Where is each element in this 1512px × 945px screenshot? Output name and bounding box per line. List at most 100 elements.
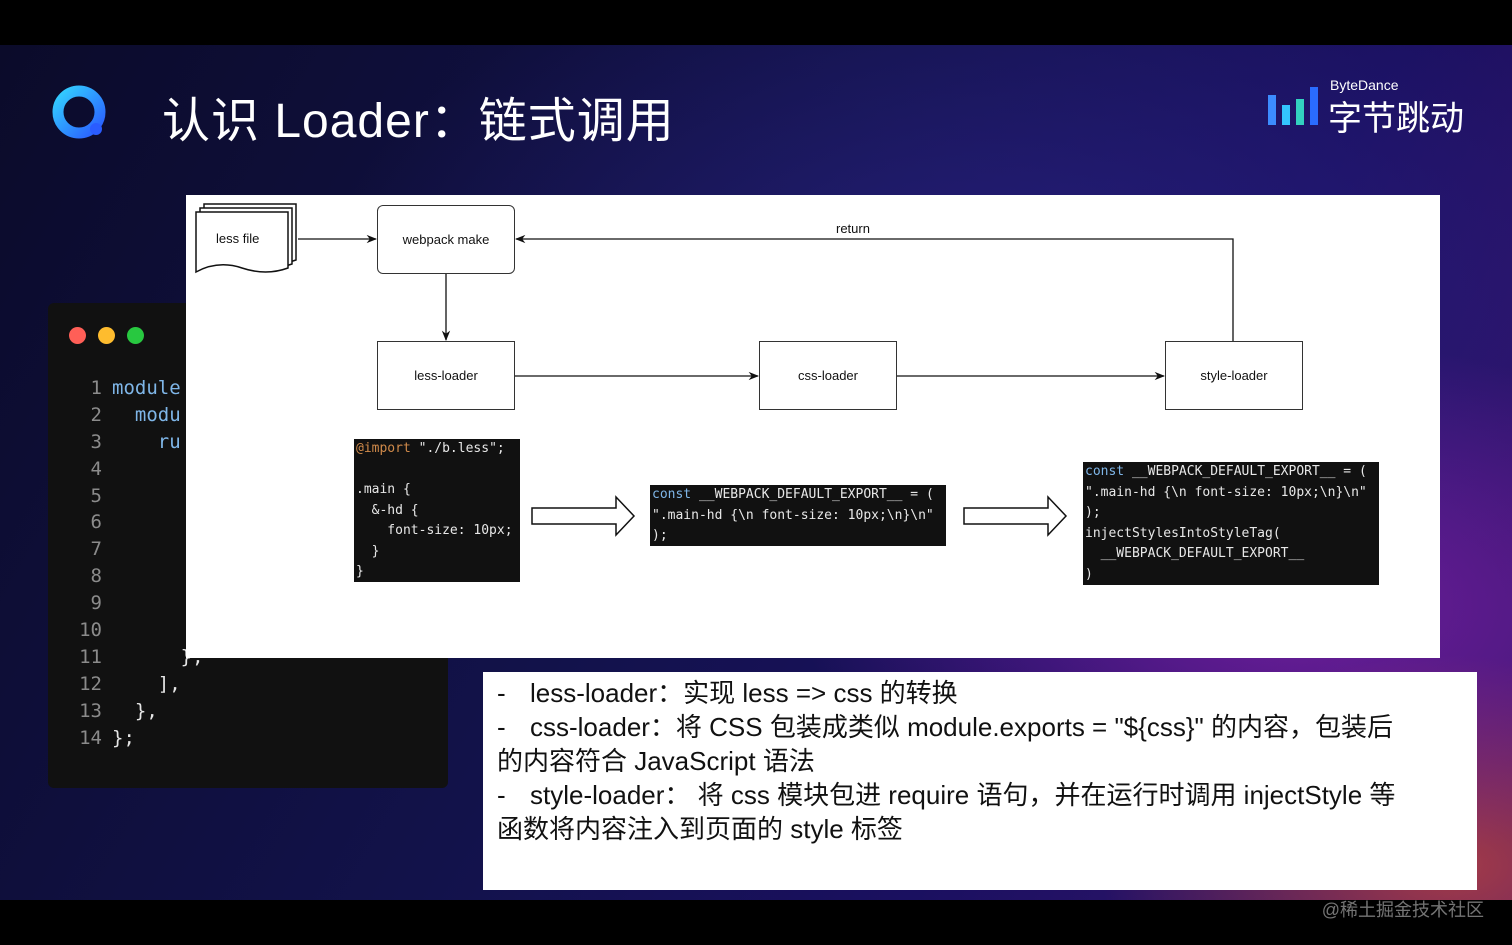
style-loader-label: style-loader xyxy=(1200,368,1268,383)
code-text: ) xyxy=(1085,566,1093,582)
code-line: injectStylesIntoStyleTag( xyxy=(1085,524,1377,545)
brand-subtitle: ByteDance xyxy=(1330,77,1399,93)
line-text: }, xyxy=(112,699,158,722)
line-text: ], xyxy=(112,672,181,695)
editor-line: 5 xyxy=(48,485,204,512)
line-number: 11 xyxy=(79,645,102,668)
notes-panel: -less-loader：实现 less => css 的转换 -css-loa… xyxy=(483,672,1477,890)
code-text: "./b.less"; xyxy=(410,441,505,456)
line-text: ru xyxy=(112,430,181,453)
line-number: 7 xyxy=(90,538,102,561)
code-text: &-hd { xyxy=(356,502,419,518)
editor-line: 2 modu xyxy=(48,404,204,431)
line-number: 1 xyxy=(90,377,102,399)
code-line: &-hd { xyxy=(356,501,518,522)
code-text: } xyxy=(356,564,364,579)
line-number: 14 xyxy=(79,726,102,749)
editor-line: 8 xyxy=(48,565,204,592)
note-style-loader: -style-loader： 将 css 模块包进 require 语句，并在运… xyxy=(497,780,1396,810)
line-number: 2 xyxy=(90,403,102,426)
code-line: } xyxy=(356,562,518,582)
less-source-code: @import "./b.less"; .main { &-hd { font-… xyxy=(354,439,520,582)
code-text: __WEBPACK_DEFAULT_EXPORT__ = ( xyxy=(691,487,934,502)
watermark: @稀土掘金技术社区 xyxy=(1321,900,1484,920)
code-text: injectStylesIntoStyleTag( xyxy=(1085,525,1281,541)
minimize-dot-icon xyxy=(98,327,115,344)
line-number: 3 xyxy=(90,430,102,453)
code-text: font-size: 10px; xyxy=(356,523,513,538)
code-text: } xyxy=(356,543,380,559)
editor-line: 6 xyxy=(48,511,204,538)
line-number: 13 xyxy=(79,699,102,722)
line-number: 4 xyxy=(90,457,102,480)
line-text: module xyxy=(112,377,181,399)
less-loader-node: less-loader xyxy=(377,341,515,410)
editor-line: 10 xyxy=(48,619,204,646)
app-logo-icon xyxy=(52,85,106,139)
slide: 认识 Loader：链式调用 ByteDance 字节跳动 1 module 2 m… xyxy=(0,45,1512,900)
editor-line: 11 }, xyxy=(48,645,203,673)
bytedance-brand: ByteDance 字节跳动 xyxy=(1268,75,1468,138)
code-line: } xyxy=(356,542,518,563)
code-line: const __WEBPACK_DEFAULT_EXPORT__ = ( xyxy=(1085,462,1377,483)
note-style-loader-cont: 函数将内容注入到页面的 style 标签 xyxy=(497,814,903,844)
code-line: const __WEBPACK_DEFAULT_EXPORT__ = ( xyxy=(652,485,944,506)
return-label: return xyxy=(836,221,870,236)
close-dot-icon xyxy=(69,327,86,344)
code-line: __WEBPACK_DEFAULT_EXPORT__ xyxy=(1085,544,1377,565)
style-loader-node: style-loader xyxy=(1165,341,1303,410)
arrow-return xyxy=(514,234,1234,341)
note-css-loader: -css-loader：将 CSS 包装成类似 module.exports =… xyxy=(497,712,1393,742)
css-loader-label: css-loader xyxy=(798,368,858,383)
css-loader-node: css-loader xyxy=(759,341,897,410)
line-number: 5 xyxy=(90,484,102,507)
code-line: ".main-hd {\n font-size: 10px;\n}\n" xyxy=(652,506,944,527)
code-line: @import "./b.less"; xyxy=(356,439,518,460)
line-text: modu xyxy=(112,403,181,426)
loader-chain-diagram: less file webpack make return less-loade… xyxy=(186,195,1440,658)
less-loader-label: less-loader xyxy=(414,368,478,383)
editor-line: 7 xyxy=(48,538,204,565)
less-file-label: less file xyxy=(216,231,260,246)
editor-line: 14}; xyxy=(48,727,204,754)
code-text xyxy=(356,462,364,477)
code-line xyxy=(356,460,518,481)
style-loader-output-code: const __WEBPACK_DEFAULT_EXPORT__ = (".ma… xyxy=(1083,462,1379,585)
editor-line: 9 xyxy=(48,592,204,619)
diagram-connectors xyxy=(195,203,1234,537)
note-css-loader-cont: 的内容符合 JavaScript 语法 xyxy=(497,746,815,776)
code-line: .main { xyxy=(356,480,518,501)
code-text: ".main-hd {\n font-size: 10px;\n}\n" xyxy=(652,507,934,523)
line-number: 8 xyxy=(90,565,102,588)
maximize-dot-icon xyxy=(127,327,144,344)
editor-line: 12 ], xyxy=(48,673,204,700)
code-line: ".main-hd {\n font-size: 10px;\n}\n" xyxy=(1085,483,1377,504)
editor-line: 3 ru xyxy=(48,431,204,458)
code-keyword: @import xyxy=(356,441,411,456)
webpack-make-node: webpack make xyxy=(377,205,515,274)
css-loader-output-code: const __WEBPACK_DEFAULT_EXPORT__ = (".ma… xyxy=(650,485,946,546)
editor-line: 1 module xyxy=(48,377,204,404)
bytedance-logo-icon xyxy=(1268,87,1318,125)
slide-title: 认识 Loader：链式调用 xyxy=(162,95,675,148)
line-number: 9 xyxy=(90,592,102,615)
editor-line: 4 xyxy=(48,458,204,485)
line-number: 10 xyxy=(79,619,102,642)
code-keyword: const xyxy=(652,487,692,502)
webpack-make-label: webpack make xyxy=(402,232,490,247)
less-file-doc-icon xyxy=(195,203,297,274)
line-number: 6 xyxy=(90,511,102,534)
transform-arrow-1-icon xyxy=(531,495,636,537)
code-line: ) xyxy=(1085,565,1377,586)
code-text: ".main-hd {\n font-size: 10px;\n}\n" xyxy=(1085,484,1367,500)
transform-arrow-2-icon xyxy=(963,495,1068,537)
code-line: ); xyxy=(652,526,944,546)
brand-name: 字节跳动 xyxy=(1328,100,1464,138)
code-line: font-size: 10px; xyxy=(356,521,518,542)
code-text: ); xyxy=(1085,505,1101,520)
editor-line: 13 }, xyxy=(48,700,204,727)
code-text: __WEBPACK_DEFAULT_EXPORT__ = ( xyxy=(1124,464,1367,479)
line-text: }; xyxy=(112,726,135,749)
code-text: .main { xyxy=(356,482,411,497)
